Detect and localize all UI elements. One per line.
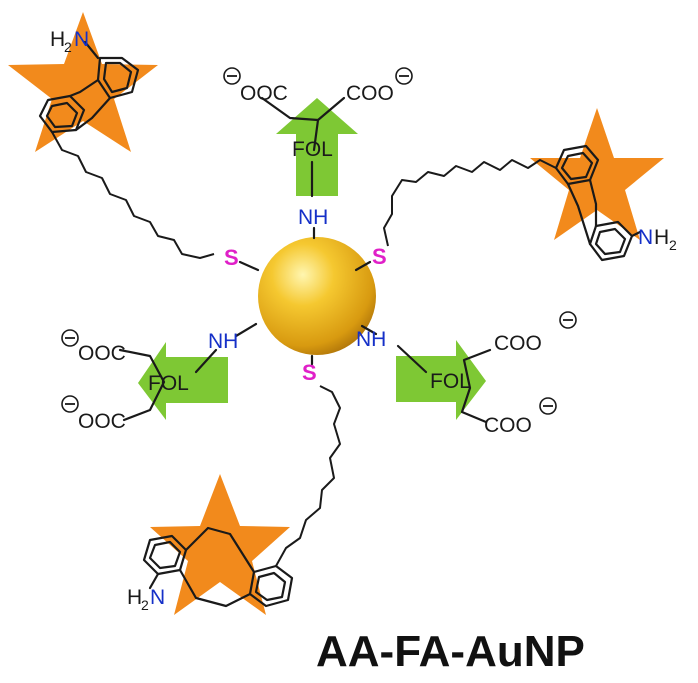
bond-s-r [354,260,372,272]
anthracene-top-left [38,40,215,259]
folate-top [223,67,413,240]
amine-top-left-sub: 2 [64,39,72,55]
amine-top-left-h: H [50,28,65,51]
nh-left: NH [208,330,238,353]
amine-right-n: N [638,226,653,249]
folate-left [61,322,258,422]
gold-nanoparticle [258,237,376,355]
star-right [530,108,664,240]
sulfur-bottom: S [302,360,317,385]
amine-bottom-sub: 2 [141,597,149,613]
coo-right-top: COO [494,332,542,355]
star-top-left [8,12,158,152]
amine-top-left-n: N [74,28,89,51]
sulfur-top-left: S [224,245,239,270]
ooc-left-bottom: OOC [78,410,126,433]
nh-right-n: NH [356,328,386,351]
arrow-top [276,98,358,196]
anthracene-bottom [142,385,341,608]
nh-top-n: NH [298,206,328,229]
amine-right-sub: 2 [669,237,677,253]
coo-right-bottom: COO [484,414,532,437]
fol-top: FOL [292,138,333,161]
ooc-top-left: OOC [240,82,288,105]
folate-right [360,311,577,424]
coo-top-right: COO [346,82,394,105]
sulfur-right: S [372,244,387,269]
amine-bottom-h: H [127,586,142,609]
fol-left: FOL [148,372,189,395]
ooc-left-top: OOC [78,342,126,365]
fol-right: FOL [430,370,471,393]
figure-title: AA-FA-AuNP [316,627,585,676]
anthracene-right [383,144,642,262]
amine-right-h: H [654,226,669,249]
bond-s-tl [238,260,260,272]
amine-bottom-n: N [150,586,165,609]
